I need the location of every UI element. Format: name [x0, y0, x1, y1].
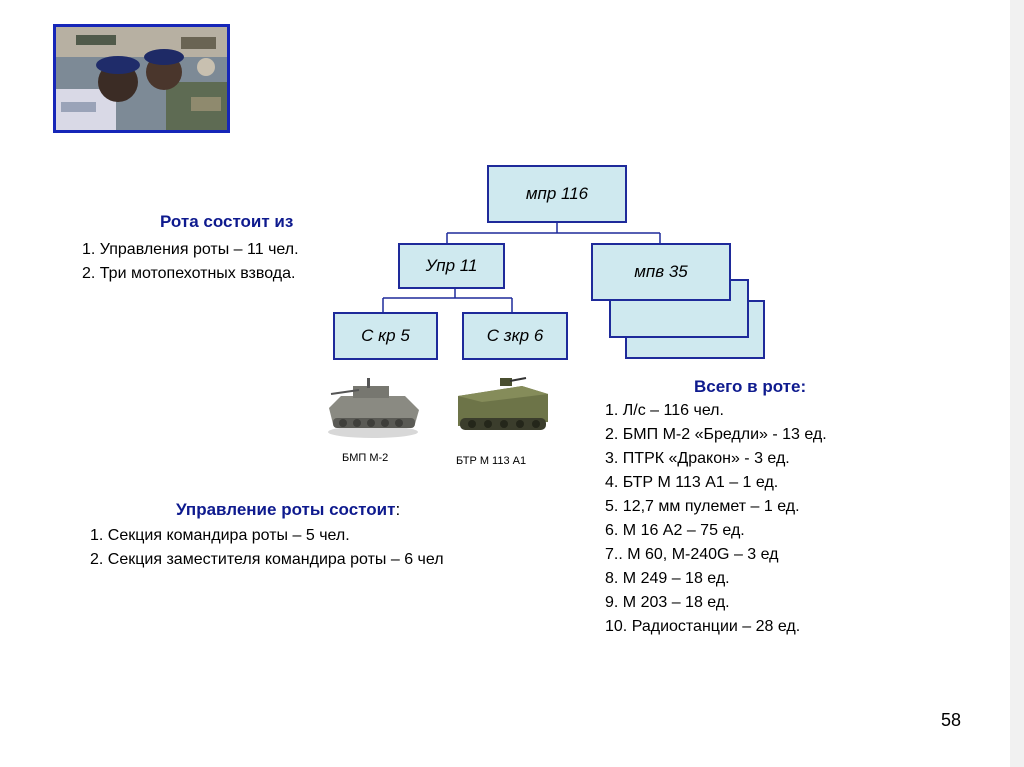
section-deputy-label: С зкр 6: [486, 326, 544, 345]
section-commander-box: С кр 5: [333, 312, 438, 360]
section-commander-label: С кр 5: [361, 326, 410, 345]
control-box: Упр 11: [398, 243, 505, 289]
list-item: 3. ПТРК «Дракон» - 3 ед.: [605, 450, 790, 467]
list-item: 8. М 249 – 18 ед.: [605, 570, 730, 587]
composition-list: 1. Управления роты – 11 чел. 2. Три мото…: [82, 238, 299, 286]
bmp-vehicle-image: [328, 378, 419, 438]
totals-list: 1. Л/с – 116 чел. 2. БМП М-2 «Бредли» - …: [605, 399, 827, 639]
bmp-caption: БМП М-2: [342, 452, 389, 464]
page-number: 58: [941, 710, 962, 730]
platoon-label: мпв 35: [634, 262, 688, 281]
list-item: 5. 12,7 мм пулемет – 1 ед.: [605, 498, 800, 515]
control-composition-list: 1. Секция командира роты – 5 чел. 2. Сек…: [90, 524, 444, 572]
list-item: 1. Секция командира роты – 5 чел.: [90, 527, 350, 544]
list-item: 2. Три мотопехотных взвода.: [82, 265, 296, 282]
control-composition-heading: Управление роты состоит:: [176, 500, 400, 520]
list-item: 2. Секция заместителя командира роты – 6…: [90, 551, 444, 568]
list-item: 1. Управления роты – 11 чел.: [82, 241, 299, 258]
control-label: Упр 11: [425, 256, 478, 275]
list-item: 4. БТР М 113 А1 – 1 ед.: [605, 474, 779, 491]
btr-caption: БТР М 113 А1: [456, 455, 527, 467]
military-collage-image: [53, 24, 230, 133]
list-item: 1. Л/с – 116 чел.: [605, 402, 724, 419]
totals-heading: Всего в роте:: [694, 377, 807, 396]
section-deputy-box: С зкр 6: [462, 312, 568, 360]
list-item: 6. М 16 А2 – 75 ед.: [605, 522, 745, 539]
list-item: 10. Радиостанции – 28 ед.: [605, 618, 801, 635]
root-box: мпр 116: [487, 165, 627, 223]
control-composition-heading-text: Управление роты состоит: [176, 500, 396, 519]
platoon-box: мпв 35: [591, 243, 731, 301]
root-label: мпр 116: [525, 184, 589, 203]
list-item: 7.. М 60, М-240G – 3 ед: [605, 546, 779, 563]
list-item: 2. БМП М-2 «Бредли» - 13 ед.: [605, 426, 827, 443]
btr-vehicle-image: [458, 377, 548, 430]
control-composition-heading-colon: :: [395, 500, 401, 519]
list-item: 9. М 203 – 18 ед.: [605, 594, 730, 611]
composition-heading: Рота состоит из: [160, 212, 294, 231]
